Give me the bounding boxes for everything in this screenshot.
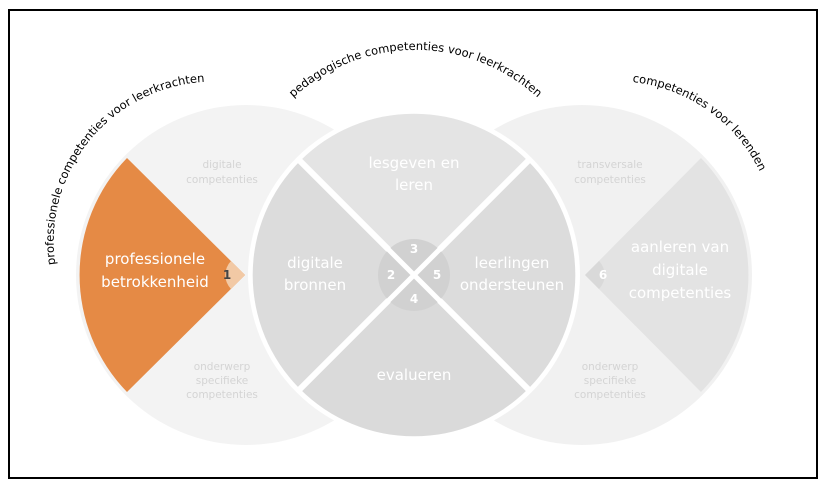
empowering-learners-label-1: leerlingen (475, 254, 550, 272)
number-2-badge: 2 (387, 268, 395, 282)
empowering-learners-label-2: ondersteunen (460, 276, 564, 294)
teaching-learning-label-2: leren (395, 176, 433, 194)
left-bottom-label-3: competenties (186, 389, 258, 401)
number-4-badge: 4 (410, 292, 418, 306)
number-6-badge: 6 (585, 261, 607, 289)
left-bottom-label-1: onderwerp (194, 361, 251, 373)
right-bottom-label-1: onderwerp (582, 361, 639, 373)
assessment-segment[interactable] (300, 275, 528, 437)
center-number-badges: 3 2 5 4 (378, 239, 450, 311)
left-top-label-1: digitale (202, 159, 241, 171)
number-3-badge: 3 (410, 242, 418, 256)
learner-competence-segment[interactable] (585, 158, 749, 392)
right-top-label-2: competenties (574, 174, 646, 186)
left-bottom-label-2: specifieke (196, 375, 249, 387)
svg-text:6: 6 (599, 268, 607, 282)
learner-competence-label-2: digitale (652, 261, 708, 279)
professional-engagement-segment[interactable] (79, 158, 245, 392)
digital-resources-label-2: bronnen (284, 276, 346, 294)
assessment-label: evalueren (377, 366, 452, 384)
teaching-learning-label-1: lesgeven en (368, 154, 459, 172)
learner-competence-label-3: competenties (629, 284, 732, 302)
learner-competence-label-1: aanleren van (631, 238, 729, 256)
svg-text:1: 1 (223, 268, 231, 282)
left-top-label-2: competenties (186, 174, 258, 186)
arc-title-center: pedagogische competenties voor leerkrach… (286, 39, 545, 100)
professional-engagement-label-2: betrokkenheid (101, 273, 209, 291)
number-5-badge: 5 (433, 268, 441, 282)
digital-resources-label-1: digitale (287, 254, 343, 272)
empowering-learners-segment[interactable] (414, 161, 576, 389)
teaching-learning-segment[interactable] (300, 113, 528, 275)
number-1-badge: 1 (223, 261, 245, 289)
digital-resources-segment[interactable] (252, 161, 414, 389)
professional-engagement-label-1: professionele (105, 250, 205, 268)
right-bottom-label-3: competenties (574, 389, 646, 401)
right-bottom-label-2: specifieke (584, 375, 637, 387)
right-top-label-1: transversale (577, 159, 642, 171)
